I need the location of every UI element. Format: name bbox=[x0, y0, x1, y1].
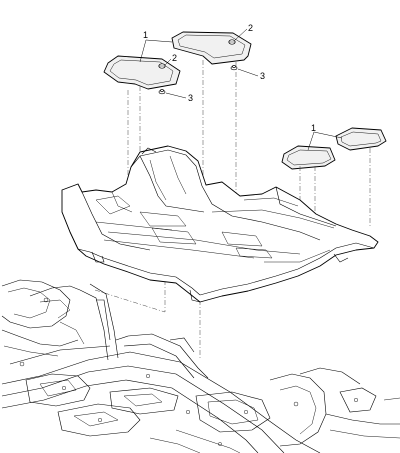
floor-carpet bbox=[61, 145, 379, 303]
callout-retainer-left: 2 bbox=[172, 53, 177, 63]
callout-front-mats: 1 bbox=[143, 30, 148, 40]
callout-group: 1 2 2 3 3 1 bbox=[139, 23, 343, 151]
floor-carpet-outline bbox=[61, 145, 379, 303]
mat-fastener-right bbox=[230, 65, 238, 71]
callout-fastener-left: 3 bbox=[188, 93, 193, 103]
callout-fastener-right: 3 bbox=[260, 71, 265, 81]
rear-left-floor-mat bbox=[281, 145, 336, 170]
mat-fastener-left bbox=[158, 89, 166, 95]
rear-right-floor-mat bbox=[335, 127, 387, 151]
mat-retainer-right bbox=[228, 39, 236, 45]
callout-rear-mats: 1 bbox=[311, 123, 316, 133]
mat-retainer-left bbox=[158, 63, 166, 69]
callout-retainer-right: 2 bbox=[248, 23, 253, 33]
rear-floor-mats bbox=[281, 127, 387, 170]
front-right-floor-mat bbox=[171, 31, 252, 65]
vehicle-body-structure bbox=[1, 279, 400, 453]
